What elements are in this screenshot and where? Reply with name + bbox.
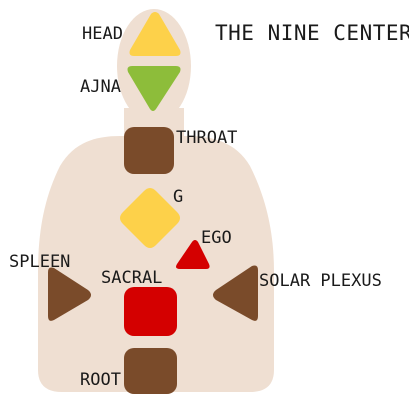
sacral-center-square: [124, 287, 177, 336]
g-center-label: G: [173, 187, 183, 207]
ego-center-label: EGO: [201, 228, 232, 248]
throat-center-square: [124, 127, 174, 174]
diagram-title: THE NINE CENTERS: [215, 21, 409, 45]
spleen-center-label: SPLEEN: [9, 252, 70, 272]
sacral-center-label: SACRAL: [101, 268, 162, 288]
head-center-label: HEAD: [82, 24, 123, 44]
root-center-square: [124, 348, 177, 394]
root-center-label: ROOT: [80, 370, 121, 390]
ajna-center-label: AJNA: [80, 77, 121, 97]
solar-plexus-center-label: SOLAR PLEXUS: [259, 271, 382, 291]
throat-center-label: THROAT: [176, 128, 237, 148]
